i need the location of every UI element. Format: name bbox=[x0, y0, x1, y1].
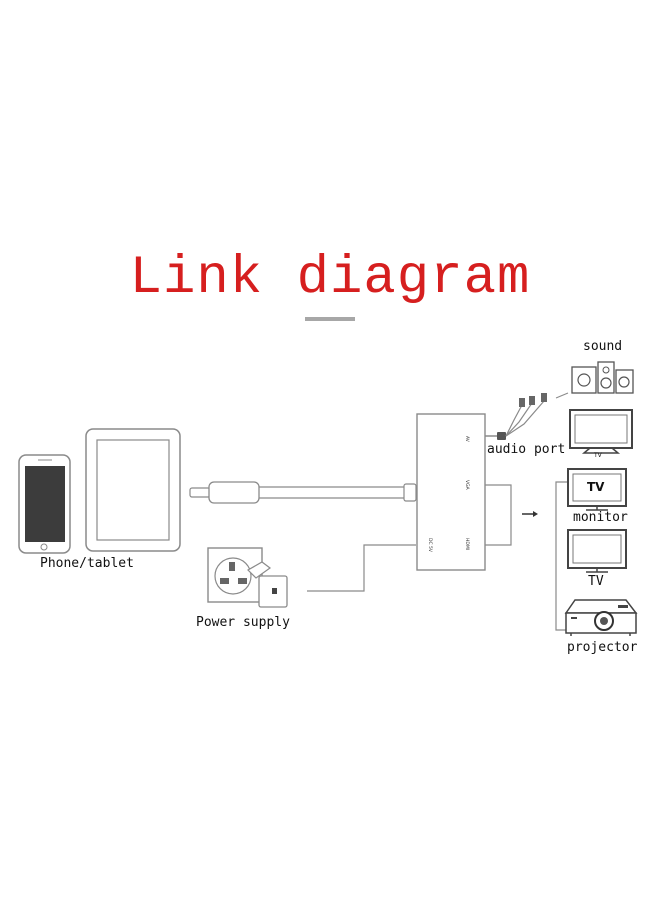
phone-icon bbox=[18, 454, 71, 554]
power-cable bbox=[307, 544, 416, 592]
audio-port-label: audio port bbox=[487, 442, 566, 457]
tv-label: TV bbox=[588, 574, 604, 589]
vga-port-label: VGA bbox=[464, 480, 470, 491]
monitor-label: monitor bbox=[573, 510, 628, 525]
projector-icon bbox=[564, 599, 638, 636]
hdmi-port-label: HDMI bbox=[464, 538, 470, 550]
video-output-bracket bbox=[485, 481, 572, 631]
tv-icon bbox=[567, 529, 627, 573]
power-supply-label: Power supply bbox=[196, 615, 290, 630]
phone-tablet-label: Phone/tablet bbox=[40, 556, 134, 571]
title-underline bbox=[305, 317, 355, 321]
audio-cable-icon bbox=[485, 392, 569, 440]
tv-small-label: TV bbox=[594, 452, 602, 459]
tablet-icon bbox=[85, 428, 181, 552]
monitor-icon bbox=[567, 468, 627, 511]
tv-screen-label: TV bbox=[587, 480, 605, 494]
tv-icon bbox=[569, 409, 633, 454]
power-adapter-icon bbox=[247, 561, 288, 608]
diagram-title: Link diagram bbox=[129, 248, 531, 309]
av-port-label: AV bbox=[464, 436, 470, 443]
speakers-icon bbox=[571, 361, 634, 394]
sound-label: sound bbox=[583, 339, 623, 354]
projector-label: projector bbox=[567, 640, 638, 655]
lightning-cable-icon bbox=[189, 481, 417, 504]
adapter-hub: AV VGA HDMI DC 5V bbox=[416, 413, 486, 571]
dc-port-label: DC 5V bbox=[427, 538, 433, 553]
